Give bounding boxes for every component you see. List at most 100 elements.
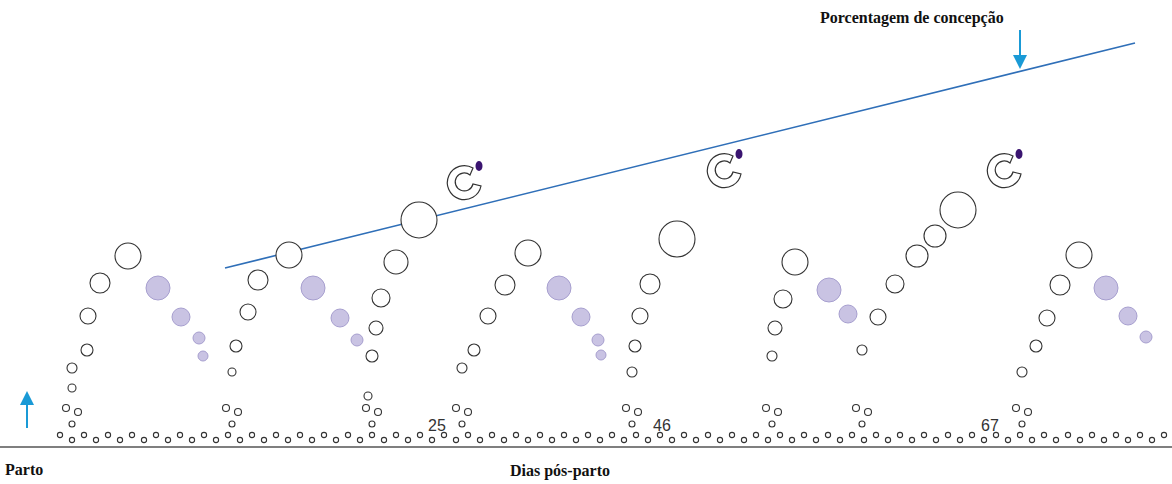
follicle (640, 274, 660, 294)
follicle (897, 432, 902, 437)
follicle (1039, 310, 1055, 326)
follicle (789, 437, 794, 442)
follicle (837, 437, 842, 442)
atretic-follicle (172, 308, 190, 326)
follicle (369, 321, 383, 335)
follicle (825, 432, 830, 437)
follicle (375, 409, 382, 416)
follicle (381, 437, 386, 442)
atretic-follicle (547, 276, 571, 300)
calving-arrow (26, 398, 28, 428)
day-tick-label: 25 (428, 418, 446, 434)
follicle (80, 308, 96, 324)
follicle (1041, 432, 1046, 437)
follicle (230, 340, 242, 352)
follicle (223, 405, 230, 412)
follicle (767, 351, 777, 361)
follicle (489, 432, 494, 437)
follicle (1013, 405, 1020, 412)
atretic-follicle (1119, 307, 1137, 325)
follicle (921, 432, 926, 437)
follicle (453, 437, 458, 442)
follicle (117, 437, 122, 442)
follicle (1161, 432, 1166, 437)
follicle (782, 249, 808, 275)
follicle (67, 363, 77, 373)
follicle (859, 421, 865, 427)
follicle (480, 308, 496, 324)
follicle (357, 437, 362, 442)
follicle (777, 432, 782, 437)
follicle (465, 409, 472, 416)
conception-line (225, 43, 1135, 268)
follicle (364, 392, 372, 400)
follicle (909, 437, 914, 442)
follicle (468, 344, 480, 356)
atretic-follicle (596, 350, 606, 360)
follicle (228, 368, 236, 376)
follicle (597, 437, 602, 442)
follicle (240, 304, 256, 320)
follicle (1077, 437, 1082, 442)
follicle (886, 275, 904, 293)
follicle (309, 437, 314, 442)
follicle (861, 437, 866, 442)
follicle (75, 409, 82, 416)
atretic-follicle (193, 332, 205, 344)
follicle (774, 290, 792, 308)
follicle (81, 344, 93, 356)
follicle (417, 432, 422, 437)
follicle (669, 437, 674, 442)
follicle (515, 240, 541, 266)
follicle (189, 437, 194, 442)
follicle (561, 432, 566, 437)
axis-caption: Porcentagem de concepção (820, 10, 1004, 26)
follicle (276, 242, 302, 268)
follicle (297, 432, 302, 437)
follicle (129, 432, 134, 437)
follicle (1017, 367, 1027, 377)
atretic-follicle (1140, 331, 1152, 343)
follicle (141, 437, 146, 442)
follicle (153, 432, 158, 437)
follicle (801, 432, 806, 437)
follicle (945, 432, 950, 437)
follicle (1101, 437, 1106, 442)
atretic-follicle (592, 334, 604, 346)
follicle (1125, 437, 1130, 442)
follicle (717, 437, 722, 442)
follicle (1089, 432, 1094, 437)
follicle (693, 437, 698, 442)
oocyte (736, 149, 743, 159)
atretic-follicle (1094, 276, 1118, 300)
follicle (753, 432, 758, 437)
follicle (635, 409, 642, 416)
follicle (321, 432, 326, 437)
follicle (609, 432, 614, 437)
follicle (457, 363, 467, 373)
follicle (623, 405, 630, 412)
follicle (1065, 432, 1070, 437)
follicle (405, 437, 410, 442)
follicle (906, 245, 928, 267)
follicle (873, 432, 878, 437)
follicle (345, 432, 350, 437)
conception-arrow (1019, 30, 1021, 62)
atretic-follicle (572, 308, 590, 326)
follicle (681, 432, 686, 437)
follicle (63, 405, 70, 412)
follicle (69, 421, 75, 427)
oocyte (476, 161, 483, 171)
follicle (81, 432, 86, 437)
corpus-luteum (707, 154, 741, 188)
follicle (629, 340, 641, 352)
follicle (763, 405, 770, 412)
follicle (369, 421, 375, 427)
follicle (525, 437, 530, 442)
follicle (769, 421, 775, 427)
follicle (273, 432, 278, 437)
corpus-luteum (447, 166, 481, 200)
follicle (1029, 437, 1034, 442)
follicle (853, 405, 860, 412)
